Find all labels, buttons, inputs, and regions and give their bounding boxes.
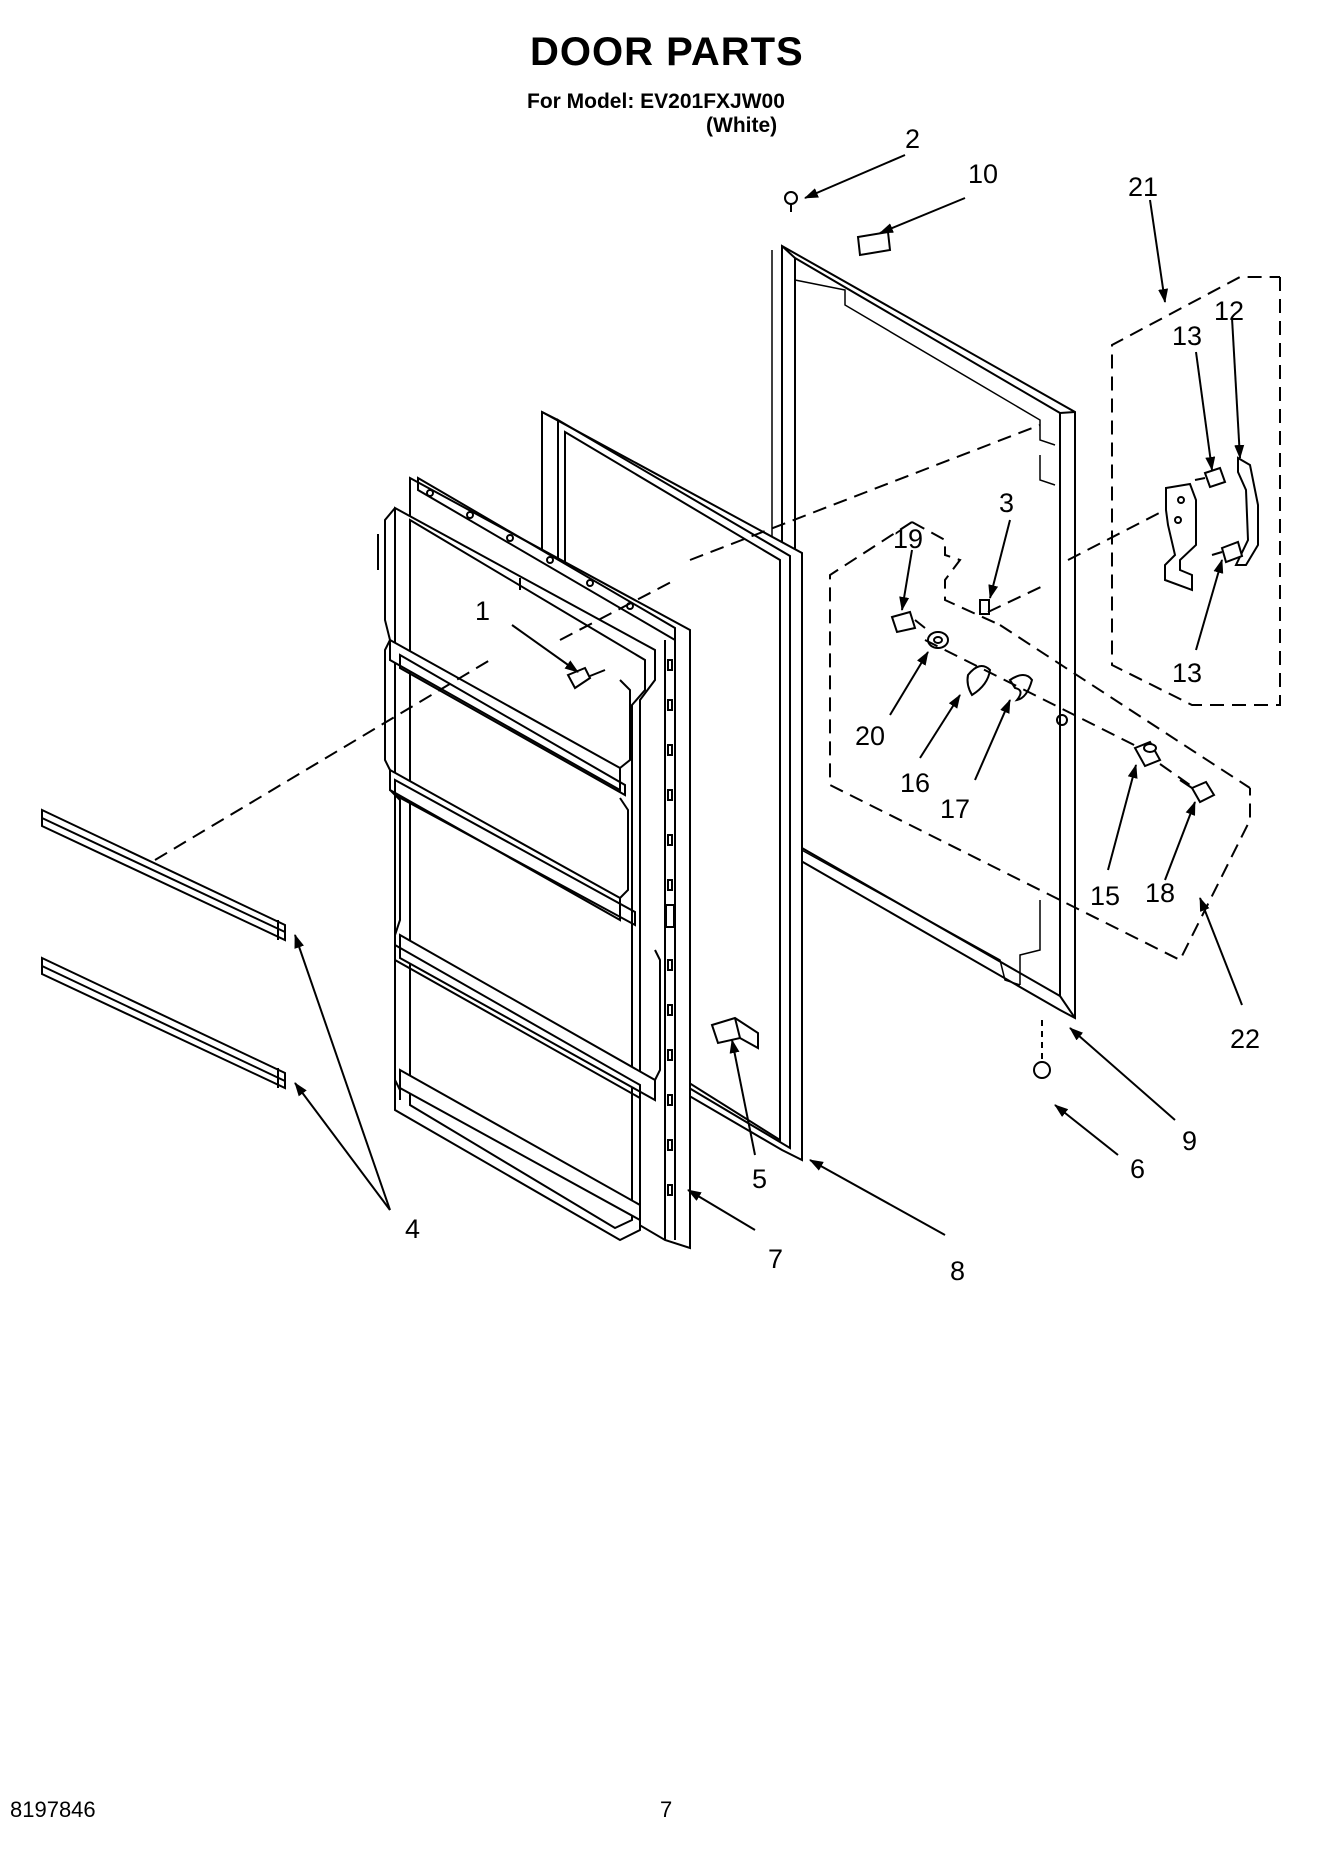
callout-13-bottom: 13 [1172,658,1202,688]
callout-20: 20 [855,721,885,751]
callout-2: 2 [905,124,920,154]
callout-21: 21 [1128,172,1158,202]
door-stop-hardware [890,610,1216,804]
door-liner [377,476,691,1250]
callout-5: 5 [752,1164,767,1194]
callout-13-top: 13 [1172,321,1202,351]
door-stop-bracket [979,599,990,615]
door-shelf-rails [41,808,286,1090]
assembly-dashed-lines [154,276,1281,962]
callout-6: 6 [1130,1154,1145,1184]
model-label-plate [856,230,892,257]
callout-3: 3 [999,488,1014,518]
callout-12: 12 [1214,296,1244,326]
callout-22: 22 [1230,1024,1260,1054]
page-title: DOOR PARTS [530,30,804,74]
bottom-nut [1033,1020,1051,1079]
door-clip [710,1016,759,1050]
callout-19: 19 [893,524,923,554]
top-screw [784,191,798,212]
document-number: 8197846 [10,1797,96,1822]
liner-screw [566,666,606,690]
callout-9: 9 [1182,1126,1197,1156]
callout-18: 18 [1145,878,1175,908]
callout-7: 7 [768,1244,783,1274]
model-color: (White) [706,114,778,137]
page-number: 7 [660,1797,673,1822]
hinge-assembly [1164,456,1259,592]
model-number: For Model: EV201FXJW00 [527,90,785,113]
callout-4: 4 [405,1214,420,1244]
callout-10: 10 [968,159,998,189]
callout-leaders [294,154,1245,1236]
callout-8: 8 [950,1256,965,1286]
callout-16: 16 [900,768,930,798]
callout-17: 17 [940,794,970,824]
callout-15: 15 [1090,881,1120,911]
callout-1: 1 [475,596,490,626]
outer-door-panel [771,244,1076,1020]
